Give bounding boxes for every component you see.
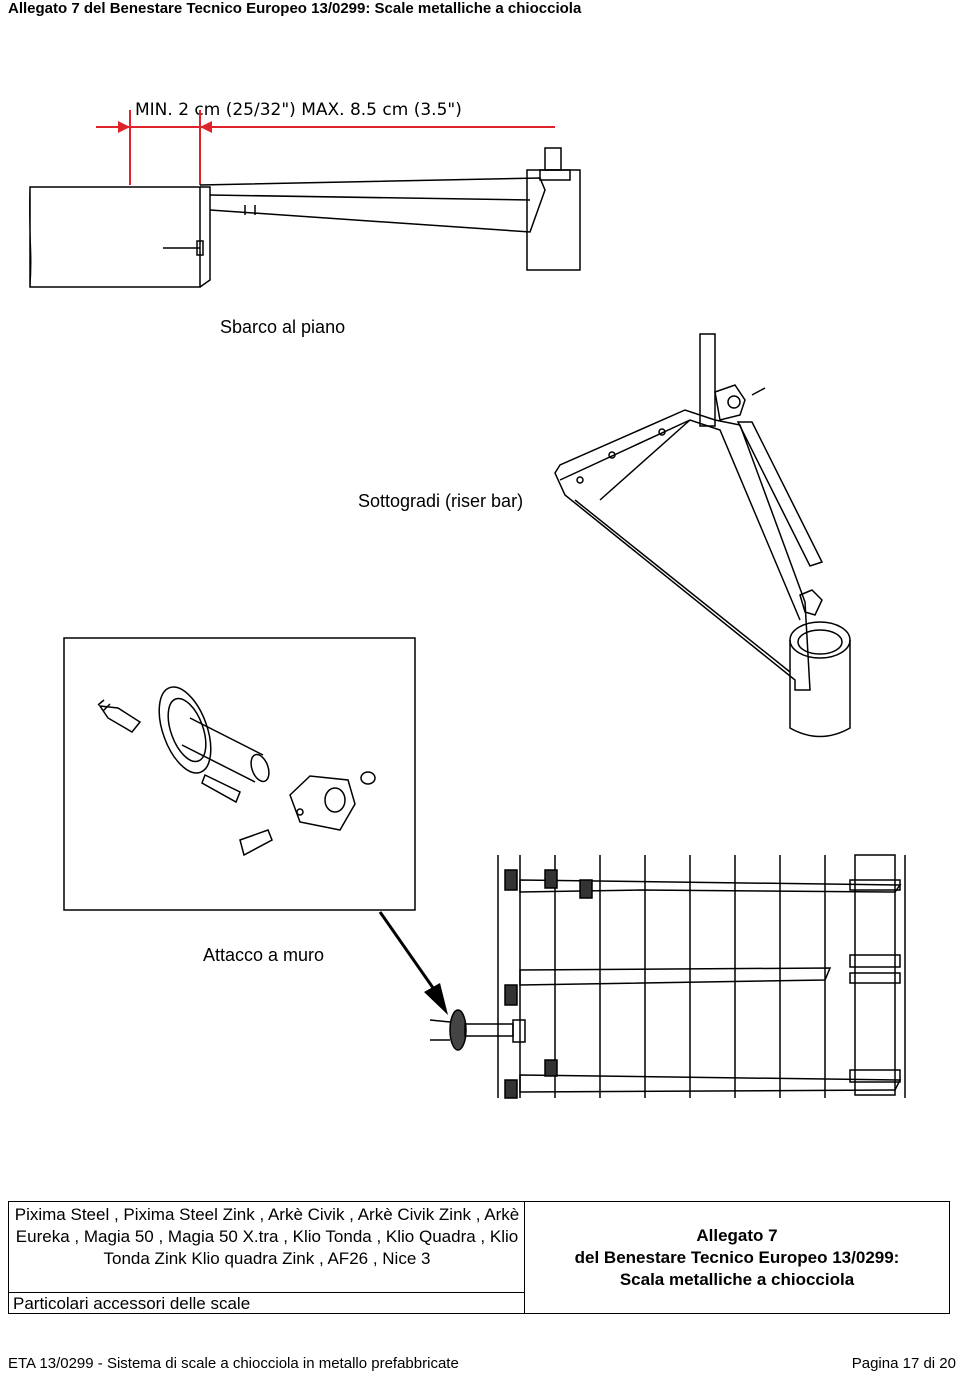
models-cell: Pixima Steel , Pixima Steel Zink , Arkè … xyxy=(9,1202,525,1313)
wall-attachment-box xyxy=(63,637,416,911)
particolari-label: Particolari accessori delle scale xyxy=(9,1292,525,1314)
pointer-arrow xyxy=(378,911,448,1015)
riser-bar-drawing xyxy=(554,333,851,738)
annex-cell: Allegato 7 del Benestare Tecnico Europeo… xyxy=(525,1202,949,1313)
staircase-drawing xyxy=(497,854,906,1099)
dimension-annotation: MIN. 2 cm (25/32") MAX. 8.5 cm (3.5") xyxy=(96,100,555,185)
models-list: Pixima Steel , Pixima Steel Zink , Arkè … xyxy=(14,1205,520,1268)
footer-page-number: Pagina 17 di 20 xyxy=(851,1355,956,1372)
page-header: Allegato 7 del Benestare Tecnico Europeo… xyxy=(8,0,582,17)
annex-line3: Scala metalliche a chiocciola xyxy=(619,1269,855,1289)
caption-landing: Sbarco al piano xyxy=(220,317,346,337)
annex-line2: del Benestare Tecnico Europeo 13/0299: xyxy=(574,1247,900,1267)
annex-title: Allegato 7 xyxy=(696,1225,778,1245)
footer-left: ETA 13/0299 - Sistema di scale a chiocci… xyxy=(8,1355,459,1372)
caption-riser-bar: Sottogradi (riser bar) xyxy=(358,491,524,511)
info-table: Pixima Steel , Pixima Steel Zink , Arkè … xyxy=(8,1201,950,1314)
wall-attachment-parts xyxy=(97,686,376,857)
caption-wall-attachment: Attacco a muro xyxy=(203,945,325,965)
landing-drawing xyxy=(29,147,581,288)
dimension-label: MIN. 2 cm (25/32") MAX. 8.5 cm (3.5") xyxy=(135,100,462,120)
wall-bracket-small xyxy=(429,1009,526,1051)
